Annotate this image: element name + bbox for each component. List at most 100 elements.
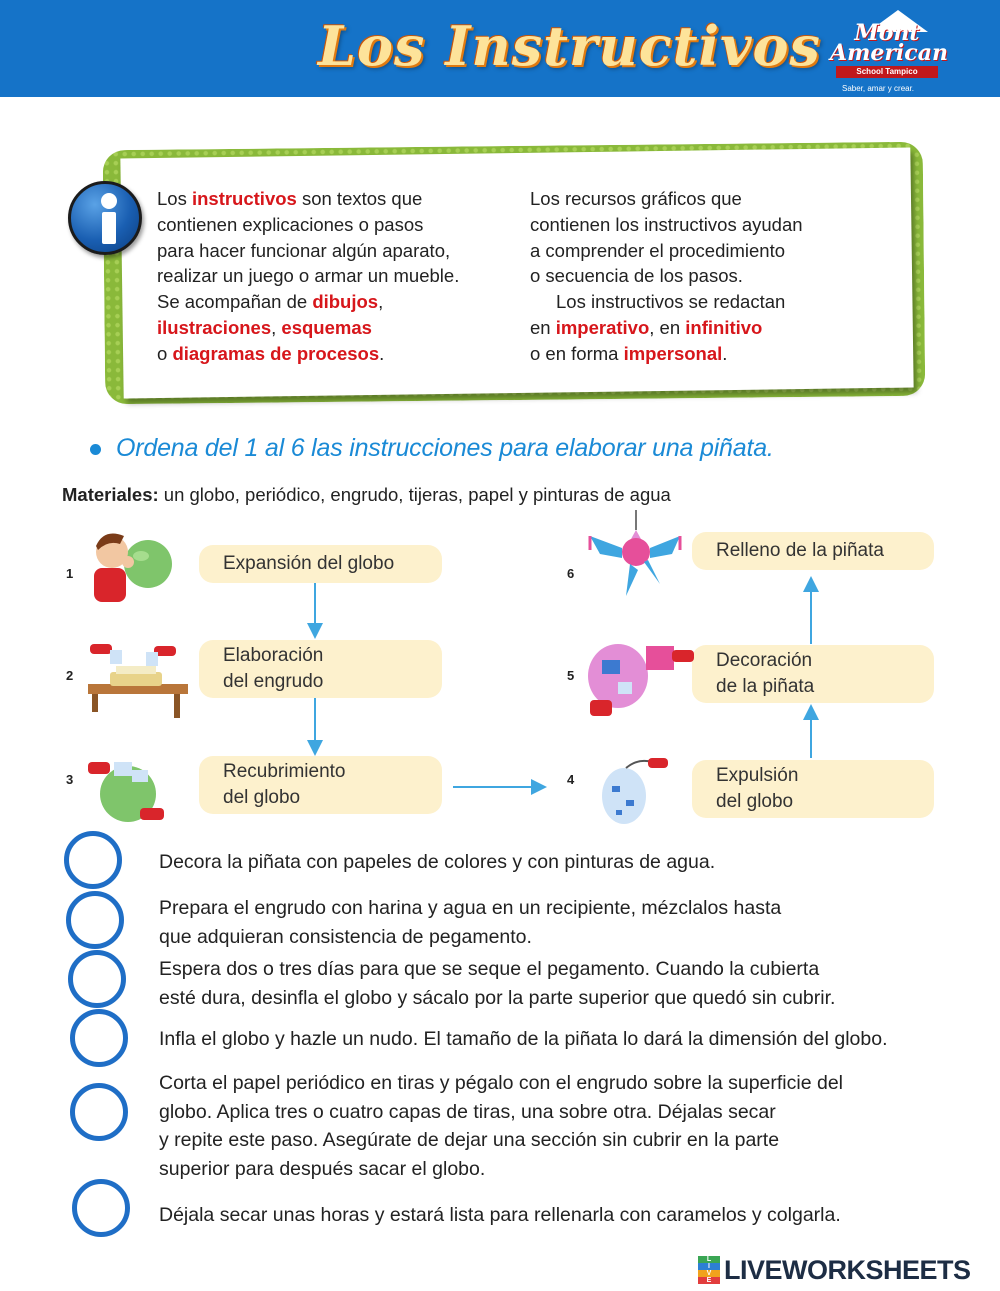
step-label: Decoración: [716, 650, 813, 671]
logo-block: I: [698, 1263, 720, 1270]
text: ,: [378, 291, 384, 313]
step-label: Relleno de la piñata: [716, 540, 884, 561]
logo-mountain-icon: [868, 10, 928, 32]
step-box-5: Decoración de la piñata: [692, 645, 934, 703]
highlight-text: dibujos: [312, 291, 379, 313]
info-icon: [68, 181, 142, 255]
info-line: realizar un juego o armar un mueble.: [157, 265, 460, 287]
bullet-icon: [90, 444, 101, 455]
info-line: contienen los instructivos ayudan: [530, 213, 803, 235]
info-line: para hacer funcionar algún aparato,: [157, 239, 451, 261]
liveworksheets-brand: LIVEWORKSHEETS: [724, 1254, 971, 1285]
instruction-sentence-6: Déjala secar unas horas y estará lista p…: [159, 1201, 841, 1230]
logo-block: L: [698, 1256, 720, 1263]
logo-motto: Saber, amar y crear.: [842, 84, 915, 93]
illustration-inflating-balloon: [94, 533, 172, 602]
step-number-2: 2: [66, 668, 74, 683]
sentence-line: Prepara el engrudo con harina y agua en …: [159, 897, 782, 919]
sentence-line: Corta el papel periódico en tiras y péga…: [159, 1072, 844, 1094]
highlight-text: impersonal: [623, 342, 723, 364]
highlight-text: instructivos: [191, 188, 297, 209]
info-line: a comprender el procedimiento: [530, 239, 786, 261]
highlight-text: imperativo: [555, 316, 650, 338]
answer-circle-5[interactable]: [70, 1083, 128, 1141]
liveworksheets-logo-icon: L I V E: [698, 1256, 720, 1284]
info-icon-bar: [102, 212, 116, 244]
instruction-sentence-3: Espera dos o tres días para que se seque…: [159, 955, 835, 1012]
logo-text-american: American: [830, 40, 948, 66]
text: ,: [271, 316, 282, 338]
info-line: contienen explicaciones o pasos: [157, 213, 424, 235]
info-text-left: Los instructivos son textos que contiene…: [157, 186, 459, 367]
illustration-removing-balloon: [602, 758, 668, 824]
illustration-covering-balloon: [88, 762, 164, 822]
header-bar: Los Instructivos Mont American School Ta…: [0, 0, 1000, 97]
text: son textos que: [296, 188, 423, 209]
answer-circle-6[interactable]: [72, 1179, 130, 1237]
info-line: en imperativo, en infinitivo: [530, 315, 803, 341]
illustration-decorating-pinata: [588, 644, 694, 716]
text: Los: [157, 188, 192, 209]
info-line: Se acompañan de dibujos,: [157, 289, 459, 315]
answer-circle-1[interactable]: [64, 831, 122, 889]
school-logo: Mont American School Tampico Saber, amar…: [828, 10, 948, 94]
info-icon-dot: [101, 193, 117, 209]
instruction-sentence-4: Infla el globo y hazle un nudo. El tamañ…: [159, 1025, 888, 1054]
step-number-4: 4: [567, 772, 575, 787]
instruction-sentence-2: Prepara el engrudo con harina y agua en …: [159, 894, 781, 951]
info-line: Los instructivos son textos que: [157, 186, 459, 212]
info-line: ilustraciones, esquemas: [157, 315, 459, 341]
liveworksheets-footer: L I V E LIVEWORKSHEETS: [698, 1255, 971, 1285]
step-box-2: Elaboración del engrudo: [199, 640, 442, 698]
text: , en: [649, 316, 686, 338]
materials-line: Materiales: un globo, periódico, engrudo…: [62, 484, 671, 506]
text: en: [530, 316, 556, 338]
sentence-line: y repite este paso. Asegúrate de dejar u…: [159, 1129, 780, 1151]
sentence-line: que adquieran consistencia de pegamento.: [159, 925, 532, 948]
step-label: de la piñata: [716, 676, 815, 697]
text: .: [722, 342, 728, 364]
logo-block: E: [698, 1277, 720, 1284]
info-line: o secuencia de los pasos.: [530, 265, 743, 287]
step-number-5: 5: [567, 668, 575, 683]
answer-circle-4[interactable]: [70, 1009, 128, 1067]
step-number-6: 6: [567, 566, 575, 581]
sentence-line: superior para después sacar el globo.: [159, 1157, 486, 1180]
info-line: Los instructivos se redactan: [556, 291, 786, 313]
step-box-3: Recubrimiento del globo: [199, 756, 442, 814]
instruction-sentence-5: Corta el papel periódico en tiras y péga…: [159, 1069, 843, 1183]
sentence-line: Espera dos o tres días para que se seque…: [159, 958, 820, 980]
answer-circle-3[interactable]: [68, 950, 126, 1008]
materials-label: Materiales:: [62, 484, 159, 505]
logo-band: School Tampico: [836, 66, 938, 78]
step-label: Recubrimiento: [223, 761, 346, 782]
step-number-1: 1: [66, 566, 74, 581]
sentence-line: Déjala secar unas horas y estará lista p…: [159, 1204, 841, 1226]
illustration-pinata: [588, 510, 682, 596]
text: o: [157, 342, 173, 364]
highlight-text: infinitivo: [685, 316, 763, 338]
step-label: del engrudo: [223, 671, 324, 692]
info-line: Los recursos gráficos que: [530, 188, 742, 209]
sentence-line: esté dura, desinfla el globo y sácalo po…: [159, 986, 836, 1009]
illustration-mixing-paste: [88, 644, 188, 718]
step-label: Expansión del globo: [223, 553, 395, 574]
highlight-text: diagramas de procesos: [172, 342, 380, 364]
info-line: o diagramas de procesos.: [157, 341, 459, 367]
info-text-right: Los recursos gráficos que contienen los …: [530, 186, 803, 367]
info-line: o en forma impersonal.: [530, 341, 803, 367]
step-box-6: Relleno de la piñata: [692, 532, 934, 570]
page-title: Los Instructivos: [318, 14, 821, 78]
task-title: Ordena del 1 al 6 las instrucciones para…: [116, 434, 774, 462]
step-label: Expulsión: [716, 765, 799, 786]
step-box-1: Expansión del globo: [199, 545, 442, 583]
answer-circle-2[interactable]: [66, 891, 124, 949]
sentence-line: globo. Aplica tres o cuatro capas de tir…: [159, 1100, 776, 1123]
step-label: del globo: [223, 787, 301, 808]
step-box-4: Expulsión del globo: [692, 760, 934, 818]
sentence-line: Infla el globo y hazle un nudo. El tamañ…: [159, 1028, 888, 1050]
step-label: del globo: [716, 791, 794, 812]
highlight-text: ilustraciones: [157, 316, 272, 338]
sentence-line: Decora la piñata con papeles de colores …: [159, 851, 716, 873]
highlight-text: esquemas: [281, 316, 372, 338]
